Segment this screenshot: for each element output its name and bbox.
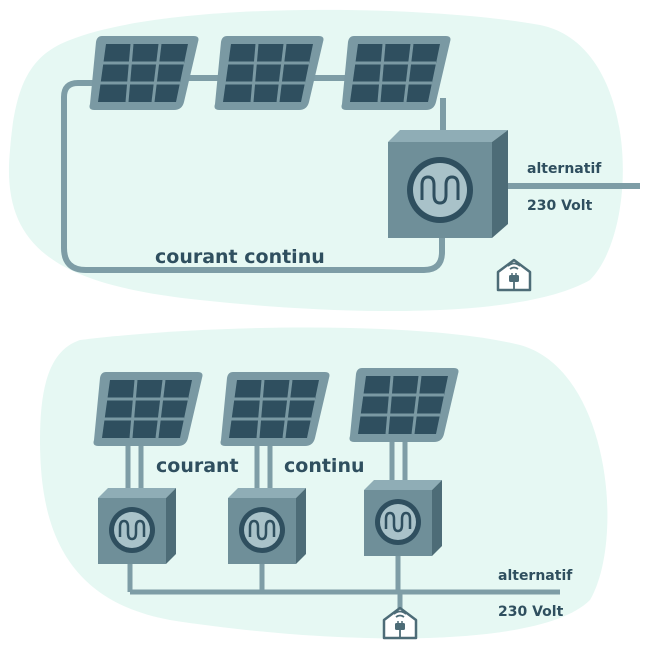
ac-label: alternatif	[527, 161, 602, 177]
ac-bus-wiring	[127, 554, 560, 612]
solar-panel-icon	[219, 370, 331, 448]
top-diagram: courant continu alternatif 230 Volt	[8, 9, 640, 312]
solar-panel-icon	[213, 34, 325, 112]
dc-wiring-pairs	[125, 436, 408, 496]
bottom-diagram: courant continu alternatif 230 Volt	[40, 327, 608, 640]
solar-panel-icon	[92, 370, 204, 448]
inverter-sine-wave-icon	[96, 486, 178, 566]
ac-label: alternatif	[498, 568, 573, 584]
dc-current-label: courant continu	[155, 246, 325, 268]
inverter-sine-wave-icon	[226, 486, 308, 566]
dc-current-label-part2: continu	[284, 455, 365, 477]
solar-panel-icon	[340, 34, 452, 112]
dc-current-label-part1: courant	[156, 455, 239, 477]
voltage-label: 230 Volt	[498, 604, 564, 620]
solar-panel-icon	[88, 34, 200, 112]
voltage-label: 230 Volt	[527, 198, 593, 214]
inverter-sine-wave-icon	[362, 478, 444, 558]
solar-panel-icon	[348, 366, 460, 444]
inverter-sine-wave-icon	[386, 128, 510, 240]
